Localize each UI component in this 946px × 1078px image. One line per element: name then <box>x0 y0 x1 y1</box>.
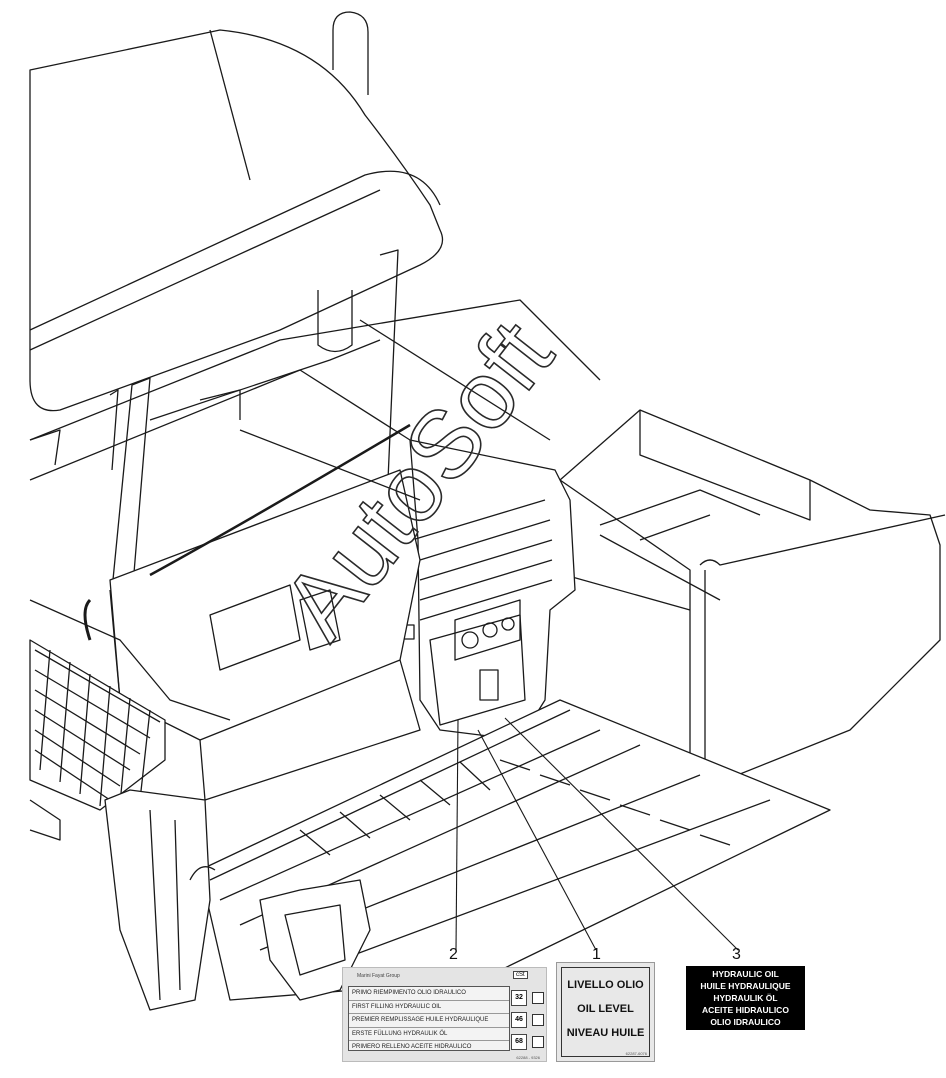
canopy-roof <box>29 29 444 412</box>
decal-brand: Marini Fayat Group <box>357 973 400 979</box>
decal-line: HYDRAULIK ÖL <box>713 993 778 1003</box>
decal-part-number: 62287-6076 <box>625 1051 647 1056</box>
decal-line: PREMIER REMPLISSAGE HUILE HYDRAULIQUE <box>349 1014 509 1028</box>
viscosity-grade: 46 <box>511 1012 527 1028</box>
decal-frame <box>561 967 650 1057</box>
decal-line: LIVELLO OLIO <box>567 979 644 991</box>
decal-hydraulic-oil: HYDRAULIC OIL HUILE HYDRAULIQUE HYDRAULI… <box>686 966 805 1030</box>
viscosity-label: cSt <box>513 971 528 979</box>
grade-checkbox <box>532 1014 544 1026</box>
chassis <box>29 299 601 501</box>
leader-lines <box>455 717 739 951</box>
lower-frame <box>29 789 216 1011</box>
grade-checkbox <box>532 1036 544 1048</box>
grade-checkbox <box>532 992 544 1004</box>
decal-part-number: 62288 - 9326 <box>516 1055 540 1060</box>
decal-line: FIRST FILLING HYDRAULIC OIL <box>349 1001 509 1015</box>
decal-line: OIL LEVEL <box>577 1003 634 1015</box>
walkway-grid <box>29 599 231 811</box>
decal-line: PRIMO RIEMPIMENTO OLIO IDRAULICO <box>349 987 509 1001</box>
decal-line: HUILE HYDRAULIQUE <box>700 981 791 991</box>
engine-body <box>399 439 576 741</box>
exhaust-pipe <box>317 11 369 353</box>
decal-line: HYDRAULIC OIL <box>712 969 779 979</box>
viscosity-grade: 68 <box>511 1034 527 1050</box>
callout-1: 1 <box>592 946 601 963</box>
callout-3: 3 <box>732 946 741 963</box>
decal-text-box: PRIMO RIEMPIMENTO OLIO IDRAULICO FIRST F… <box>348 986 510 1051</box>
callout-2: 2 <box>449 946 458 963</box>
viscosity-grade: 32 <box>511 990 527 1006</box>
decal-line: ERSTE FÜLLUNG HYDRAULIK ÖL <box>349 1028 509 1042</box>
decal-line: OLIO IDRAULICO <box>710 1017 781 1027</box>
decal-line: ACEITE HIDRAULICO <box>702 1005 789 1015</box>
operator-console <box>83 423 421 801</box>
hopper-right <box>559 409 946 791</box>
decal-line: PRIMERO RELLENO ACEITE HIDRAULICO <box>352 1044 472 1051</box>
decal-first-filling-hydraulic-oil: Marini Fayat Group cSt PRIMO RIEMPIMENTO… <box>342 967 547 1062</box>
decal-oil-level: LIVELLO OLIO OIL LEVEL NIVEAU HUILE 6228… <box>556 962 655 1062</box>
decal-line: NIVEAU HUILE <box>566 1027 645 1039</box>
